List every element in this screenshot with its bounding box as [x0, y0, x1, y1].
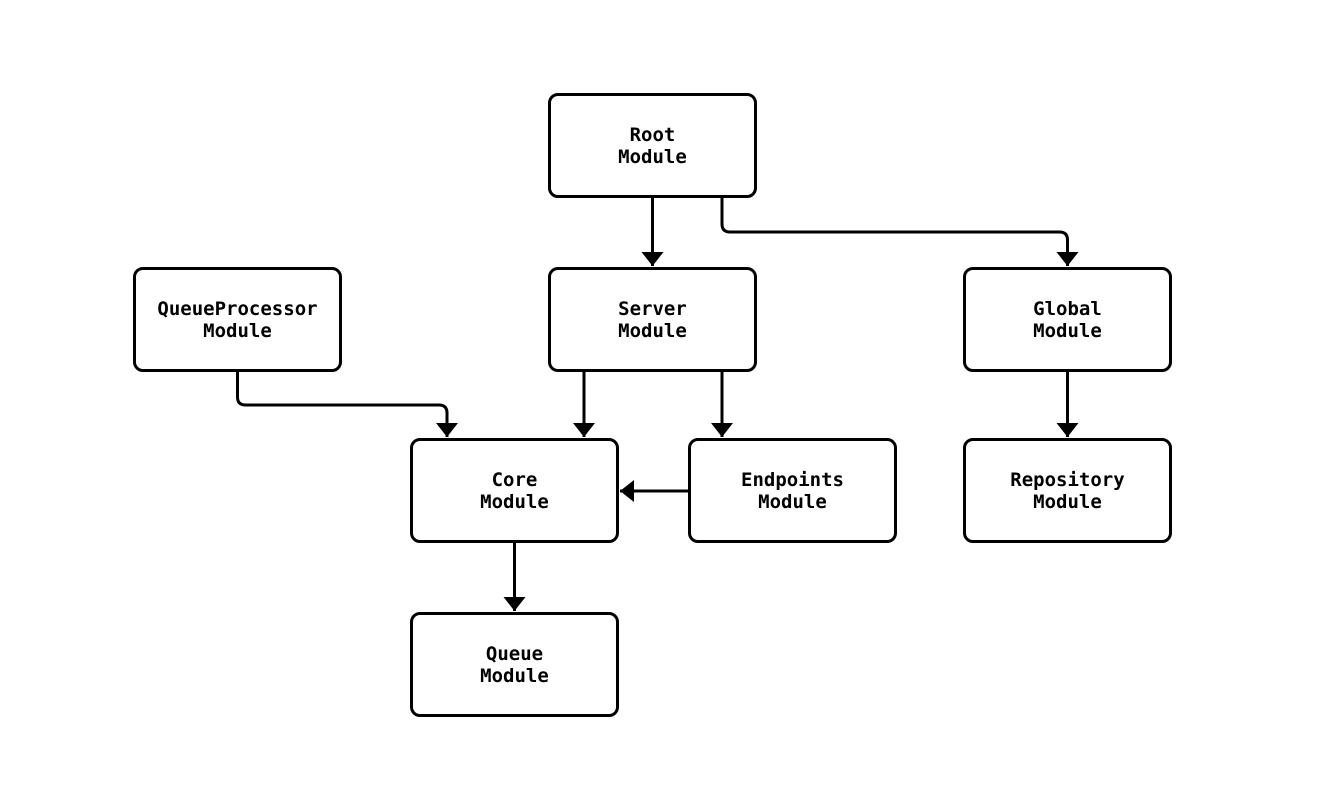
node-endpoints-module: Endpoints Module: [688, 438, 897, 543]
node-core-module-label: Core Module: [480, 468, 549, 513]
node-root-module: Root Module: [548, 93, 757, 198]
node-queueprocessor-module: QueueProcessor Module: [133, 267, 342, 372]
node-server-module: Server Module: [548, 267, 757, 372]
node-core-module: Core Module: [410, 438, 619, 543]
node-repository-module: Repository Module: [963, 438, 1172, 543]
node-root-module-label: Root Module: [618, 123, 687, 168]
node-queue-module: Queue Module: [410, 612, 619, 717]
node-endpoints-module-label: Endpoints Module: [741, 468, 844, 513]
node-repository-module-label: Repository Module: [1010, 468, 1125, 513]
node-queue-module-label: Queue Module: [480, 642, 549, 687]
node-queueprocessor-module-label: QueueProcessor Module: [157, 297, 318, 342]
edge-root-to-global: [720, 198, 1079, 266]
node-global-module: Global Module: [963, 267, 1172, 372]
node-server-module-label: Server Module: [618, 297, 687, 342]
node-global-module-label: Global Module: [1033, 297, 1102, 342]
edge-queueprocessor-to-core: [236, 372, 458, 437]
